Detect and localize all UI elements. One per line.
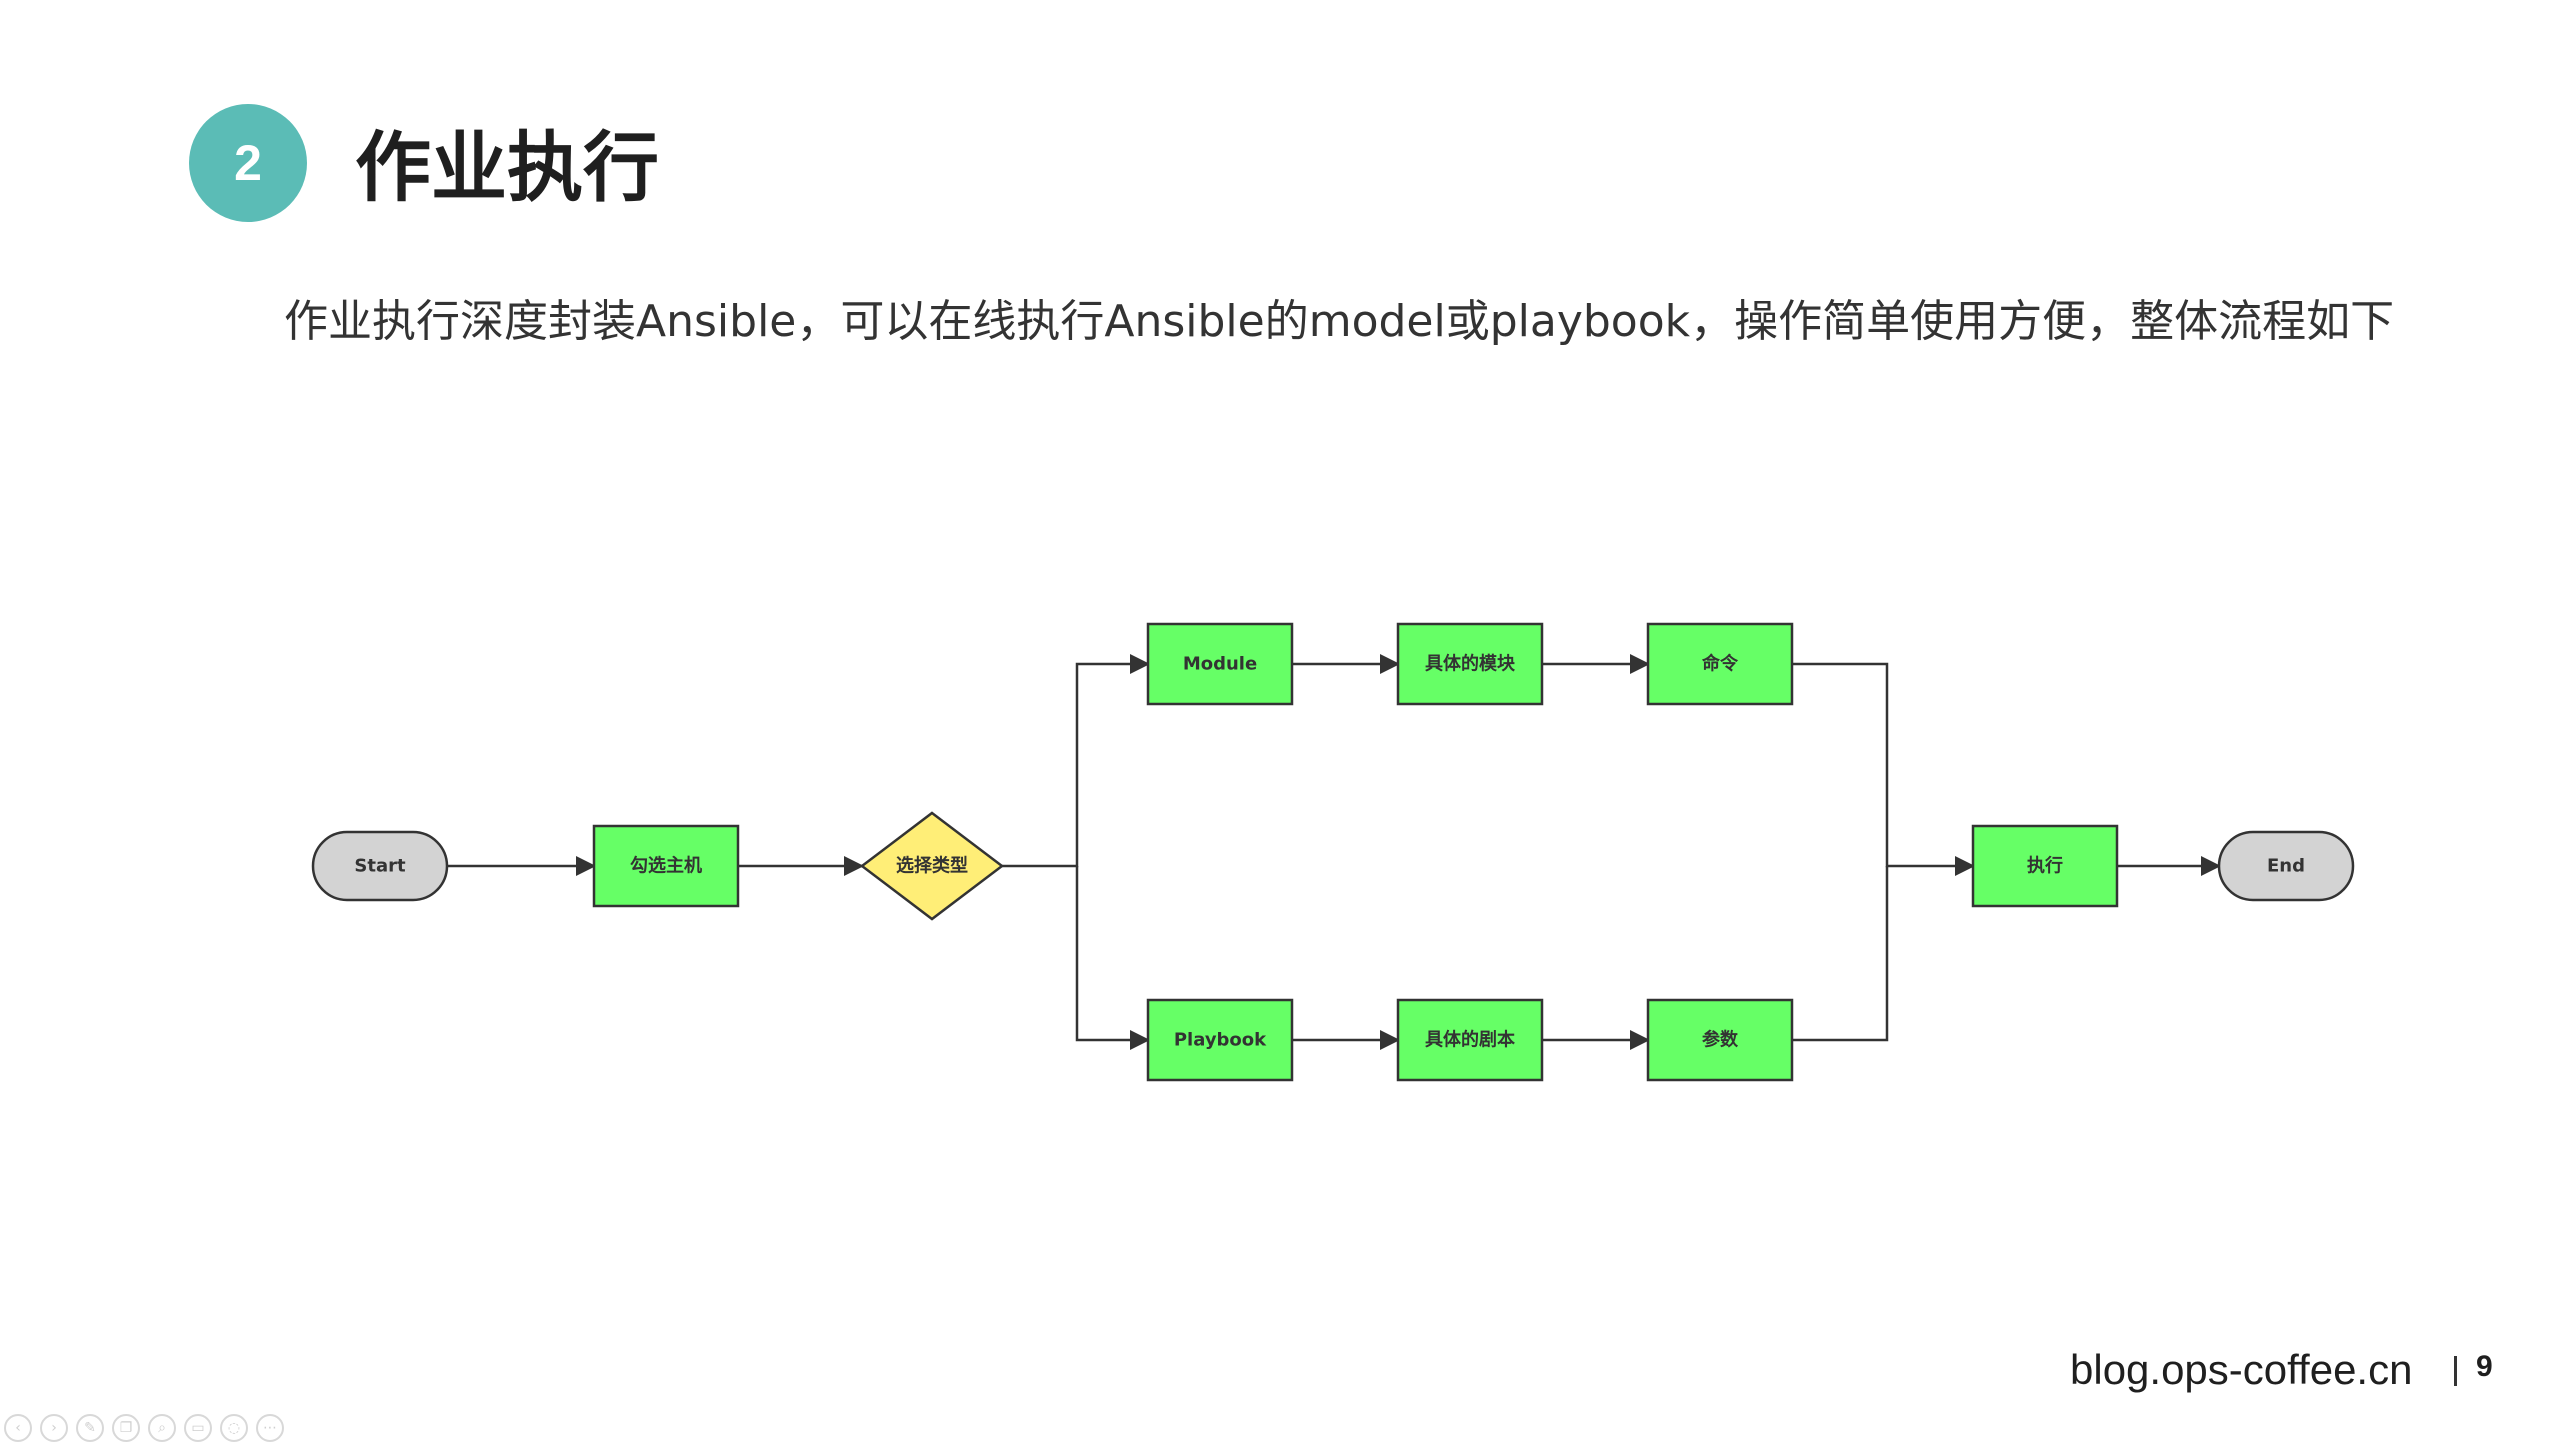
presenter-toolbar: ‹ › ✎ ❐ ⌕ ▭ ◌ ⋯ bbox=[4, 1414, 284, 1442]
node-shape-command bbox=[1646, 622, 1794, 706]
node-select-type: 选择类型 bbox=[859, 811, 1005, 921]
next-icon[interactable]: › bbox=[40, 1414, 68, 1442]
screen-icon[interactable]: ▭ bbox=[184, 1414, 212, 1442]
slide-title: 作业执行 bbox=[355, 123, 659, 212]
node-shape-playbook bbox=[1146, 998, 1294, 1082]
slide-subtitle: 作业执行深度封装Ansible，可以在线执行Ansible的model或play… bbox=[284, 296, 2395, 347]
zoom-icon[interactable]: ⌕ bbox=[148, 1414, 176, 1442]
node-label-module: Module bbox=[1183, 654, 1257, 675]
node-label-end: End bbox=[2267, 856, 2305, 877]
node-select-host: 勾选主机 bbox=[592, 824, 740, 908]
node-module: Module bbox=[1146, 622, 1294, 706]
footer-site: blog.ops-coffee.cn bbox=[2070, 1346, 2413, 1393]
node-shape-select-host bbox=[592, 824, 740, 908]
pen-icon[interactable]: ✎ bbox=[76, 1414, 104, 1442]
node-label-select-type: 选择类型 bbox=[896, 855, 968, 877]
previous-icon[interactable]: ‹ bbox=[4, 1414, 32, 1442]
node-label-specific-module: 具体的模块 bbox=[1425, 653, 1516, 675]
footer-separator bbox=[2454, 1356, 2457, 1386]
flowchart-edges bbox=[447, 654, 2221, 1050]
node-specific-module: 具体的模块 bbox=[1396, 622, 1544, 706]
node-label-start: Start bbox=[354, 856, 406, 877]
node-label-execute: 执行 bbox=[2027, 855, 2063, 877]
hide-icon[interactable]: ◌ bbox=[220, 1414, 248, 1442]
node-shape-end bbox=[2217, 830, 2355, 902]
edge-select_type-to-playbook bbox=[1075, 866, 1150, 1050]
node-specific-script: 具体的剧本 bbox=[1396, 998, 1544, 1082]
flowchart-nodes: Start 勾选主机 选择类型 Module 具体的模块 命令 Playbook 具体的剧本 参… bbox=[311, 622, 2355, 1082]
node-label-specific-script: 具体的剧本 bbox=[1425, 1029, 1515, 1051]
node-execute: 执行 bbox=[1971, 824, 2119, 908]
node-shape-specific-module bbox=[1396, 622, 1544, 706]
node-label-command: 命令 bbox=[1702, 653, 1739, 675]
node-shape-module bbox=[1146, 622, 1294, 706]
page-number: 9 bbox=[2476, 1350, 2493, 1383]
edge-command-to-execute bbox=[1792, 662, 1975, 876]
more-icon[interactable]: ⋯ bbox=[256, 1414, 284, 1442]
node-shape-specific-script bbox=[1396, 998, 1544, 1082]
node-params: 参数 bbox=[1646, 998, 1794, 1082]
node-start: Start bbox=[311, 830, 449, 902]
node-shape-execute bbox=[1971, 824, 2119, 908]
section-number-badge: 2 bbox=[189, 104, 307, 222]
node-end: End bbox=[2217, 830, 2355, 902]
copy-icon[interactable]: ❐ bbox=[112, 1414, 140, 1442]
edge-params-to-execute bbox=[1792, 866, 1889, 1042]
node-command: 命令 bbox=[1646, 622, 1794, 706]
node-shape-start bbox=[311, 830, 449, 902]
node-label-playbook: Playbook bbox=[1174, 1030, 1267, 1051]
node-label-select-host: 勾选主机 bbox=[630, 855, 702, 877]
node-playbook: Playbook bbox=[1146, 998, 1294, 1082]
node-shape-select-type bbox=[859, 811, 1005, 921]
edge-select_type-to-module bbox=[1002, 654, 1150, 868]
node-label-params: 参数 bbox=[1702, 1029, 1739, 1051]
node-shape-params bbox=[1646, 998, 1794, 1082]
